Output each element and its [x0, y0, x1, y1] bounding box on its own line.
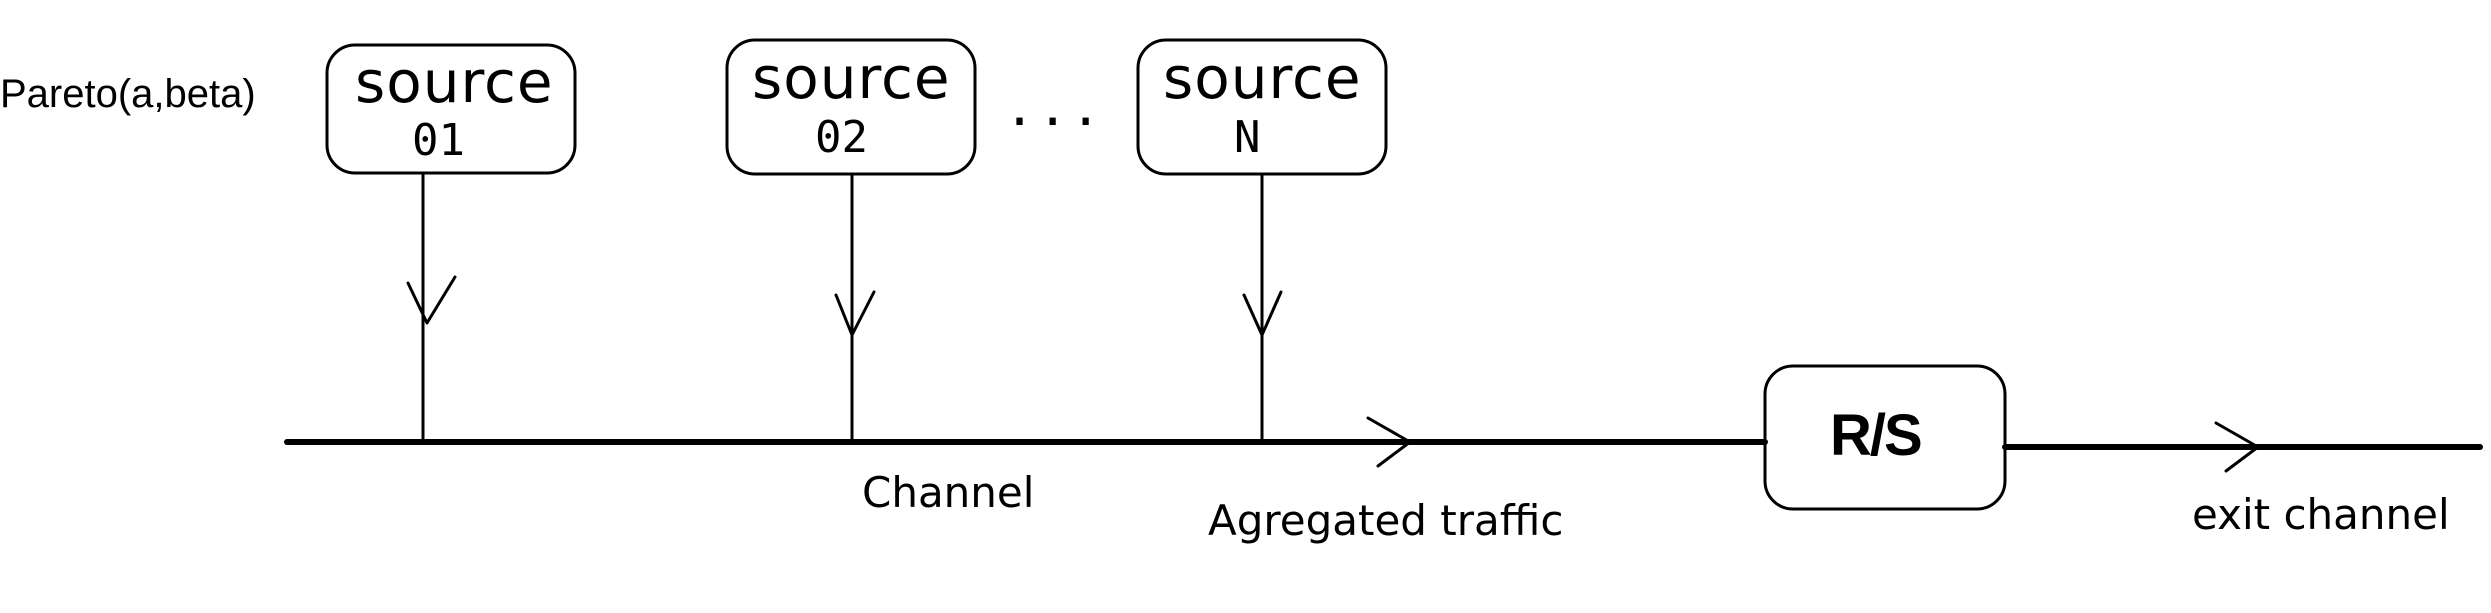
rs-label: R/S [1830, 403, 1923, 468]
channel-arrowhead [1366, 416, 1412, 468]
source-N-arrowhead [1242, 290, 1283, 337]
channel-label: Channel [862, 468, 1035, 517]
source-N-title: source [1163, 44, 1362, 112]
source-02-arrowhead [834, 290, 876, 337]
source-box-01 [325, 43, 577, 175]
rs-box [1763, 364, 2007, 511]
exit-channel-label: exit channel [2192, 490, 2450, 539]
source-01-title: source [355, 48, 554, 116]
ellipsis: ... [1010, 70, 1110, 140]
pareto-label: Pareto(a,beta) [0, 72, 256, 116]
source-02-title: source [752, 44, 951, 112]
aggregated-traffic-label: Agregated traffic [1208, 496, 1564, 545]
source-01-arrowhead [406, 275, 457, 325]
source-N-id: N [1234, 112, 1261, 163]
source-02-id: 02 [815, 112, 868, 163]
exit-arrowhead [2214, 421, 2260, 473]
source-01-id: 01 [412, 115, 465, 166]
